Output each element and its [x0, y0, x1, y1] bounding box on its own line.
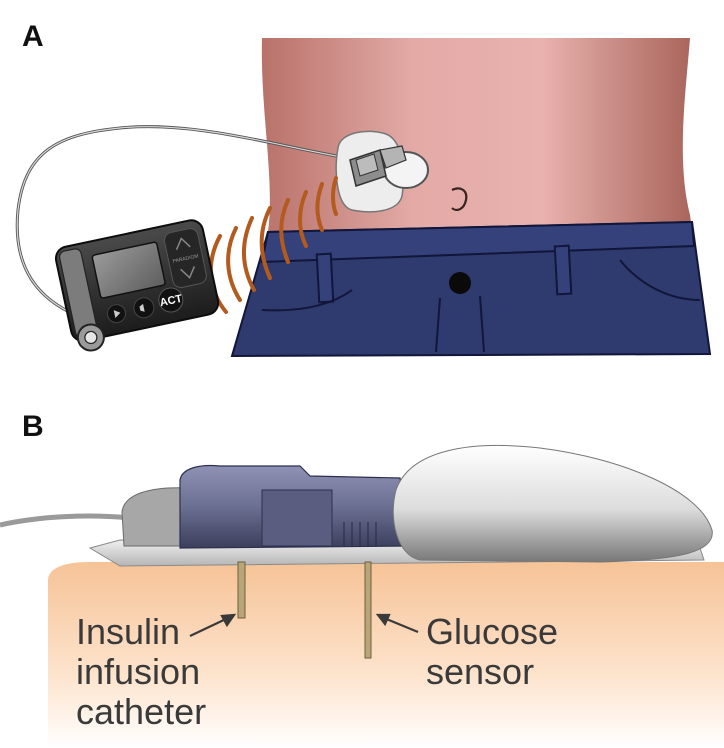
glucose-sensor-filament: [364, 561, 372, 659]
insulin-pump: PARADIGM ACT: [54, 219, 220, 352]
panel-a-illustration: PARADIGM ACT: [15, 38, 712, 358]
glucose-transmitter-dome: [392, 444, 713, 563]
pump-screen: [91, 241, 166, 299]
sensor-arrow: [375, 613, 419, 634]
svg-text:PARADIGM: PARADIGM: [172, 253, 199, 264]
tubing-b: [0, 513, 131, 528]
catheter-arrow: [189, 613, 237, 637]
catheter-label-line2: infusion: [76, 651, 201, 692]
act-button-label: ACT: [159, 293, 184, 309]
navel: [451, 187, 468, 211]
catheter-label-line3: catheter: [76, 691, 207, 732]
sensor-label-line1: Glucose: [426, 611, 559, 652]
catheter-label-line1: Insulin: [76, 611, 181, 652]
jeans-button: [449, 272, 471, 294]
sensor-label-line2: sensor: [426, 651, 535, 692]
skin-tissue: [48, 562, 724, 748]
panel-label-a: A: [22, 20, 44, 53]
act-button: [158, 287, 184, 313]
sensor-label: Glucose sensor: [426, 612, 558, 692]
panel-label-b: B: [22, 410, 44, 443]
insulin-catheter: [237, 561, 246, 619]
infusion-housing: [179, 464, 411, 549]
catheter-label: Insulin infusion catheter: [76, 612, 206, 732]
